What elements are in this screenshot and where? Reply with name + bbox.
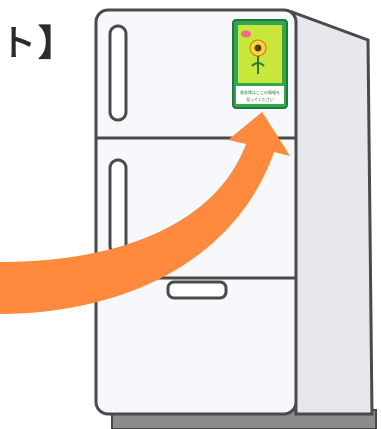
fridge-side-panel (292, 12, 372, 414)
sticker-caption-line1: 救急隊はここの情報を (240, 89, 280, 95)
drawer-handle (168, 282, 226, 298)
sticker-caption-line2: 見ってください (246, 96, 274, 102)
sticker-graphic: 救急隊はここの情報を 見ってください (233, 20, 287, 108)
middle-door-handle (110, 160, 126, 254)
sticker-leaf-icon (241, 31, 251, 38)
top-door-handle (110, 26, 126, 120)
